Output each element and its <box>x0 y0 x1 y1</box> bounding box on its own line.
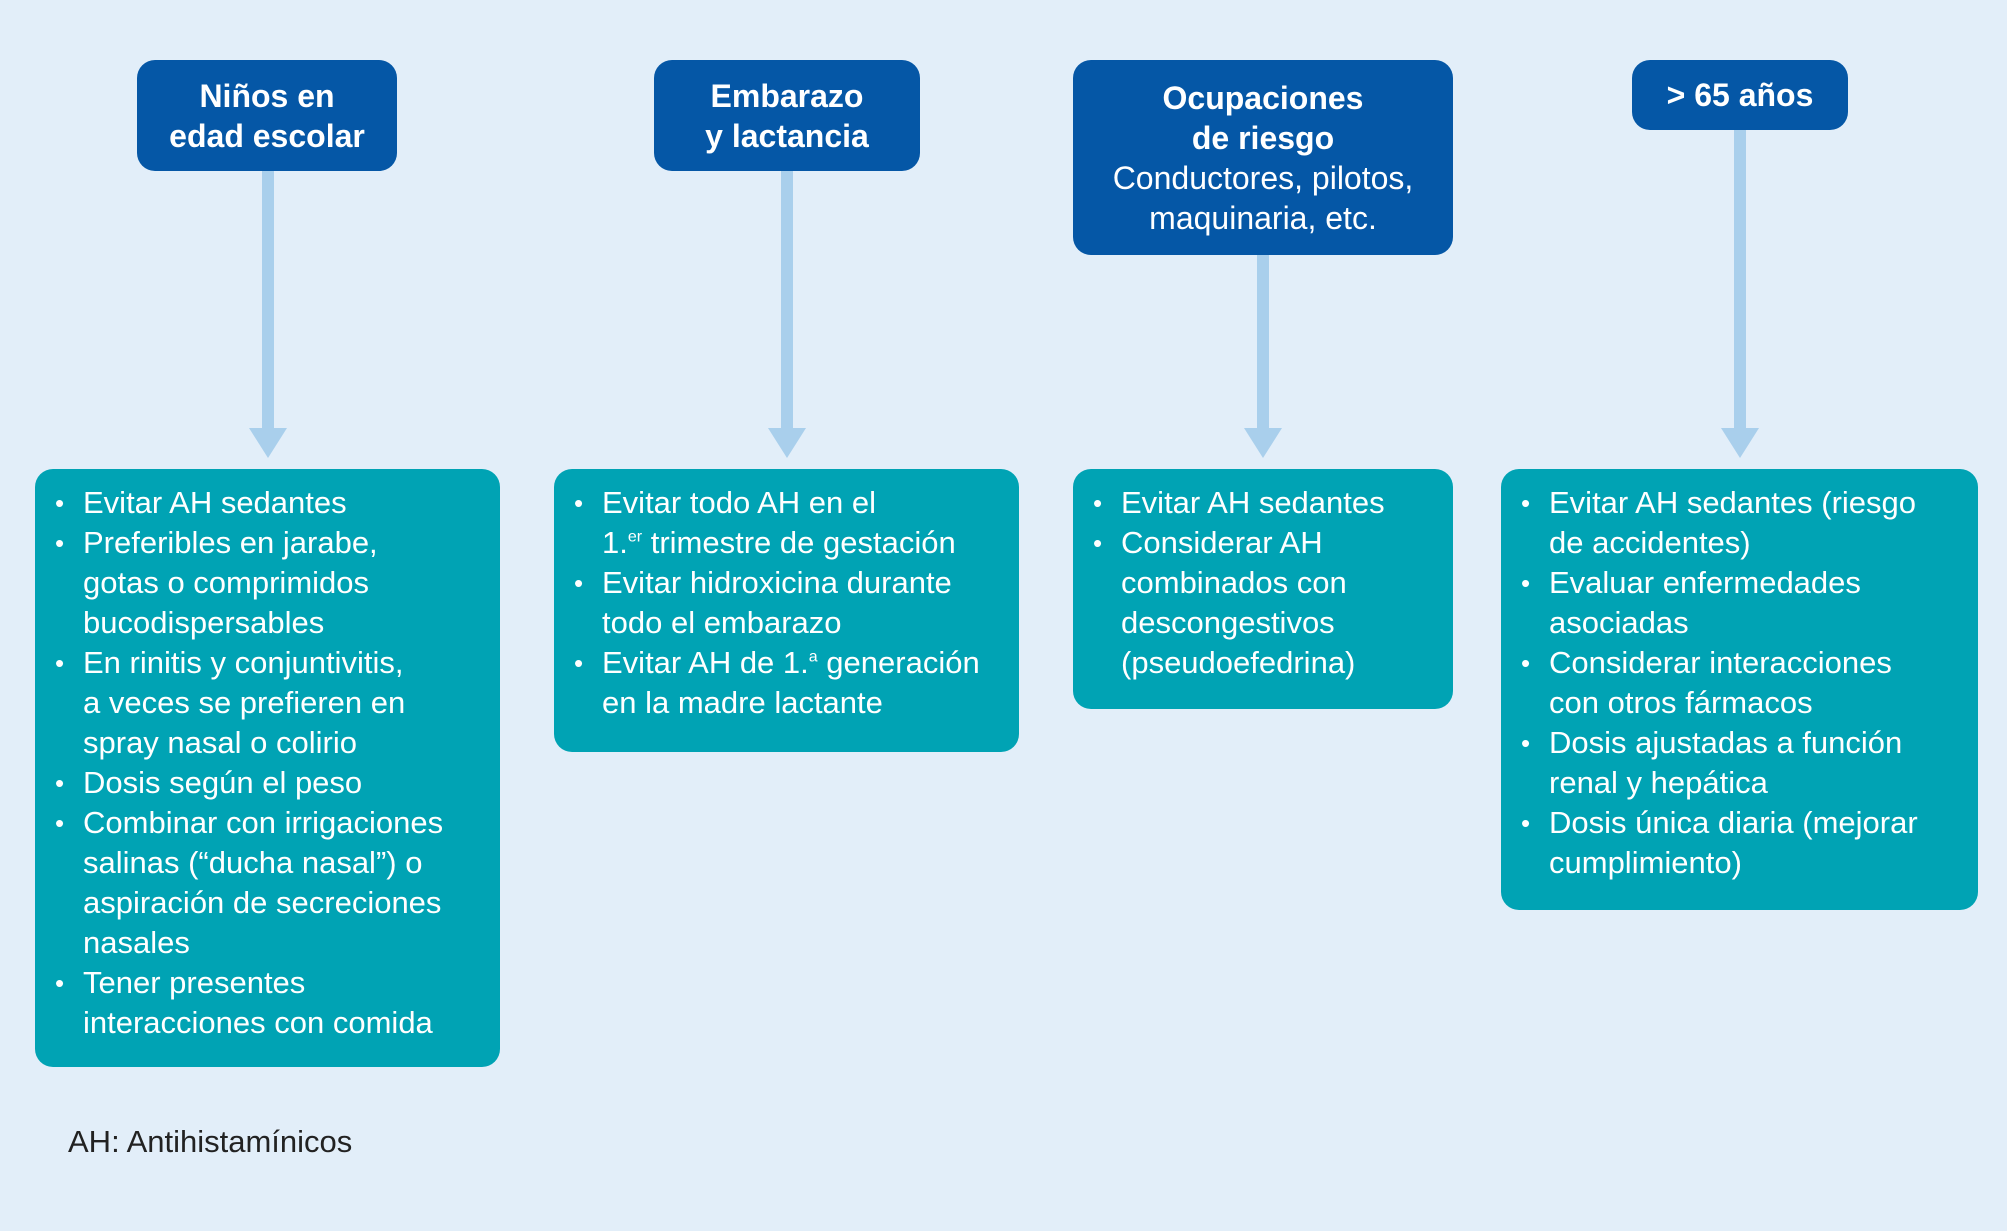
list-item: •Dosis única diaria (mejorar cumplimient… <box>1521 805 1918 880</box>
list-item: •Evitar AH sedantes <box>55 485 347 520</box>
list-item: •Combinar con irrigaciones salinas (“duc… <box>55 805 444 960</box>
content-ninos: •Evitar AH sedantes •Preferibles en jara… <box>35 469 500 1067</box>
arrow-embarazo <box>767 171 807 458</box>
list-ninos: •Evitar AH sedantes •Preferibles en jara… <box>53 483 486 1043</box>
header-ocupaciones: Ocupaciones de riesgo Conductores, pilot… <box>1073 60 1453 255</box>
list-item: •Evitar AH sedantes <box>1093 485 1385 520</box>
arrow-mayores <box>1720 130 1760 458</box>
list-item: •Evitar AH sedantes (riesgo de accidente… <box>1521 485 1917 560</box>
list-item: •Evaluar enfermedades asociadas <box>1521 565 1861 640</box>
list-mayores: •Evitar AH sedantes (riesgo de accidente… <box>1519 483 1964 883</box>
arrow-ocupaciones <box>1243 255 1283 458</box>
list-item: •Dosis según el peso <box>55 765 363 800</box>
header-ocupaciones-title: Ocupaciones de riesgo <box>1162 79 1364 156</box>
list-item: •En rinitis y conjuntivitis, a veces se … <box>55 645 406 760</box>
list-item: •Tener presentes interacciones con comid… <box>55 965 433 1040</box>
header-ocupaciones-subtitle: Conductores, pilotos, maquinaria, etc. <box>1112 159 1414 236</box>
header-mayores-title: > 65 años <box>1666 77 1814 113</box>
list-item: •Evitar hidroxicina durante todo el emba… <box>574 565 952 640</box>
list-item: •Preferibles en jarabe, gotas o comprimi… <box>55 525 378 640</box>
header-embarazo-title: Embarazo y lactancia <box>705 77 869 154</box>
list-item: •Dosis ajustadas a función renal y hepát… <box>1521 725 1903 800</box>
content-mayores: •Evitar AH sedantes (riesgo de accidente… <box>1501 469 1978 910</box>
content-ocupaciones: •Evitar AH sedantes •Considerar AH combi… <box>1073 469 1453 709</box>
header-embarazo: Embarazo y lactancia <box>654 60 920 171</box>
arrow-ninos <box>248 171 288 458</box>
list-item: •Considerar interacciones con otros fárm… <box>1521 645 1892 720</box>
header-mayores: > 65 años <box>1632 60 1848 130</box>
header-ninos: Niños en edad escolar <box>137 60 397 171</box>
list-ocupaciones: •Evitar AH sedantes •Considerar AH combi… <box>1091 483 1439 683</box>
header-ninos-title: Niños en edad escolar <box>169 77 365 154</box>
list-item: •Considerar AH combinados con descongest… <box>1093 525 1356 680</box>
footnote: AH: Antihistamínicos <box>68 1124 353 1159</box>
